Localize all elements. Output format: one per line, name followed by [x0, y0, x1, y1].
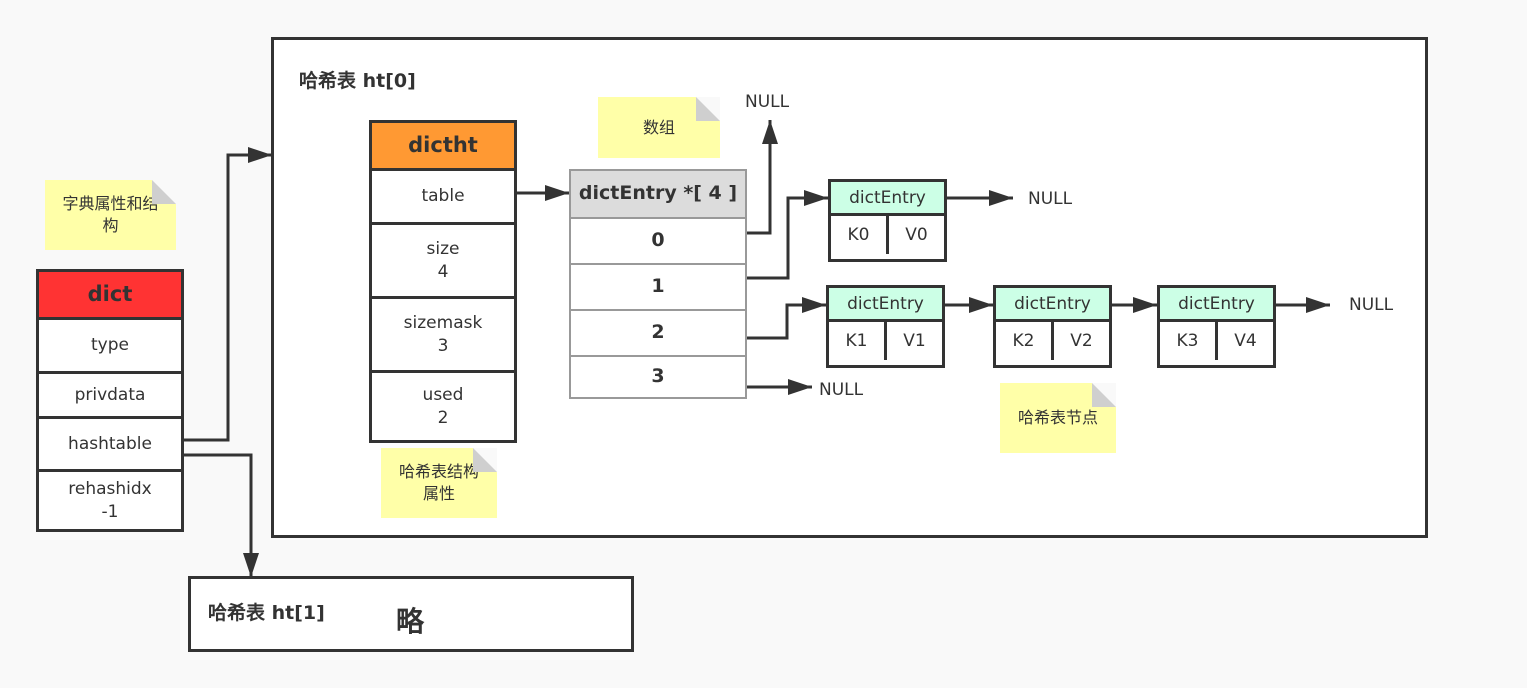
array-slot-3: 3: [571, 355, 745, 397]
null-label-slot0: NULL: [745, 92, 790, 112]
arrowhead-icon: [248, 147, 272, 163]
dictentry-array: dictEntry *[ 4 ] 0 1 2 3: [569, 169, 747, 399]
entry-key: K0: [831, 216, 889, 254]
dictentry-label: dictEntry: [996, 288, 1109, 322]
note-dictht: 哈希表结构属性: [381, 448, 497, 518]
dictentry-node-k2: dictEntry K2 V2: [993, 285, 1112, 368]
entry-key: K1: [829, 322, 887, 360]
hashtable-ht1-frame: [188, 576, 634, 652]
ht1-omitted-label: 略: [396, 605, 425, 638]
note-dictht-text: 哈希表结构属性: [398, 462, 479, 503]
dict-field-privdata: privdata: [39, 371, 181, 416]
null-label-slot3: NULL: [819, 380, 864, 400]
dictht-field-size: size 4: [372, 222, 514, 296]
entry-key: K3: [1160, 322, 1218, 360]
entry-key: K2: [996, 322, 1054, 360]
note-dict: 字典属性和结构: [45, 180, 176, 250]
dictht-header: dictht: [372, 123, 514, 168]
dictentry-label: dictEntry: [1160, 288, 1273, 322]
dict-struct: dict type privdata hashtable rehashidx -…: [36, 269, 184, 532]
arrowhead-icon: [243, 553, 259, 577]
note-fold-icon: [473, 448, 497, 472]
note-fold-icon: [696, 97, 720, 121]
dict-header: dict: [39, 272, 181, 317]
dictentry-node-k0: dictEntry K0 V0: [828, 179, 947, 262]
entry-value: V1: [903, 331, 926, 351]
arrow-hashtable-to-ht0: [184, 153, 272, 442]
dictentry-node-k1: dictEntry K1 V1: [826, 285, 945, 368]
arrow-hashtable-to-ht1: [184, 453, 253, 577]
note-array: 数组: [598, 97, 720, 158]
dictht-field-used: used 2: [372, 370, 514, 440]
dict-field-type: type: [39, 317, 181, 371]
note-node: 哈希表节点: [1000, 383, 1116, 453]
dict-field-rehashidx: rehashidx -1: [39, 469, 181, 529]
note-array-text: 数组: [642, 117, 675, 137]
note-dict-text: 字典属性和结构: [62, 194, 159, 235]
note-fold-icon: [152, 180, 176, 204]
array-slot-2: 2: [571, 309, 745, 355]
dictht-field-sizemask: sizemask 3: [372, 296, 514, 370]
dictht-struct: dictht table size 4 sizemask 3 used 2: [369, 120, 517, 443]
dictentry-label: dictEntry: [831, 182, 944, 216]
ht1-title: 哈希表 ht[1]: [208, 602, 325, 624]
entry-value: V4: [1234, 331, 1257, 351]
entry-value: V2: [1070, 331, 1093, 351]
note-node-text: 哈希表节点: [1017, 408, 1098, 428]
dictht-field-table: table: [372, 168, 514, 222]
dictentry-node-k3: dictEntry K3 V4: [1157, 285, 1276, 368]
dict-field-hashtable: hashtable: [39, 416, 181, 469]
null-label-k0: NULL: [1028, 189, 1073, 209]
array-header: dictEntry *[ 4 ]: [571, 171, 745, 217]
array-slot-1: 1: [571, 263, 745, 309]
array-slot-0: 0: [571, 217, 745, 263]
dictentry-label: dictEntry: [829, 288, 942, 322]
ht0-title: 哈希表 ht[0]: [299, 70, 416, 92]
null-label-k3: NULL: [1349, 295, 1394, 315]
note-fold-icon: [1092, 383, 1116, 407]
entry-value: V0: [905, 225, 928, 245]
